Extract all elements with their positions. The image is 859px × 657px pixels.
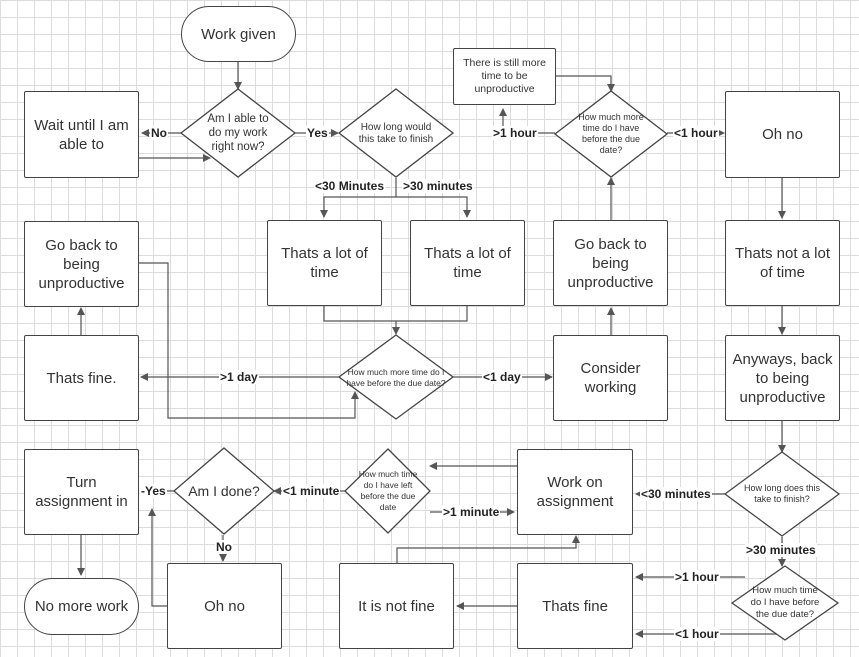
edge-label-gt30min-right: >30 minutes	[745, 543, 817, 557]
node-still-more-time: There is still more time to be unproduct…	[453, 48, 556, 105]
edge-label-gt1day: >1 day	[219, 370, 259, 384]
edge-label-yes-right: Yes	[306, 126, 329, 140]
node-go-back-mid: Go back to being unproductive	[553, 220, 668, 306]
edge-label-lt1min: <1 minute	[282, 484, 341, 498]
node-it-is-not-fine: It is not fine	[339, 563, 454, 649]
edge-label-gt1hour-top: >1 hour	[492, 126, 538, 140]
decision-time-left-shape	[344, 448, 431, 534]
decision-how-long-take-shape	[723, 451, 841, 537]
edge-label-lt1day: <1 day	[482, 370, 522, 384]
decision-shapes	[173, 88, 841, 641]
edge-notfine-work	[396, 535, 580, 563]
node-oh-no-bottom: Oh no	[167, 563, 282, 649]
node-lot-of-time-2: Thats a lot of time	[410, 220, 525, 306]
decision-time-mid-shape	[337, 334, 455, 420]
edge-howlong-lot2	[396, 196, 471, 218]
edge-label-lt30min: <30 Minutes	[314, 179, 386, 193]
node-wait-until: Wait until I am able to	[24, 91, 139, 178]
node-lot-of-time-1: Thats a lot of time	[267, 220, 382, 306]
edge-label-gt30min: >30 minutes	[402, 179, 474, 193]
node-thats-fine-bottom: Thats fine	[517, 563, 633, 649]
decision-am-i-done-shape	[173, 447, 275, 535]
node-oh-no-right: Oh no	[725, 91, 840, 178]
decision-time-top-shape	[553, 90, 669, 178]
node-work-given: Work given	[181, 6, 296, 62]
node-consider-working: Consider working	[553, 335, 668, 421]
node-anyways-back: Anyways, back to being unproductive	[725, 335, 840, 421]
edge-label-no-left: No	[150, 126, 168, 140]
edge-label-no-done: No	[215, 540, 233, 554]
edge-label-yes-done: -Yes	[140, 484, 167, 498]
decision-able-now-shape	[179, 88, 297, 178]
node-go-back-left: Go back to being unproductive	[24, 221, 139, 307]
edge-label-lt30min-right: <30 minutes	[640, 487, 712, 501]
node-not-lot-of-time: Thats not a lot of time	[725, 220, 840, 306]
edge-ohno-turnin	[148, 508, 167, 607]
edge-label-gt1min: >1 minute	[442, 505, 501, 519]
edge-label-gt1hour-bottom: >1 hour	[674, 570, 720, 584]
edge-label-lt1hour-top: <1 hour	[673, 126, 719, 140]
edge-still-top	[556, 75, 615, 92]
edge-goback-mid	[139, 262, 359, 419]
node-thats-fine-left: Thats fine.	[24, 335, 139, 421]
decision-time-bottom-shape	[730, 565, 840, 641]
node-no-more-work: No more work	[24, 578, 139, 635]
decision-how-long-finish-shape	[337, 88, 455, 178]
edge-label-lt1hour-bottom: <1 hour	[674, 627, 720, 641]
node-turn-in: Turn assignment in	[24, 449, 139, 535]
edge-lots-merge	[323, 306, 468, 334]
node-work-on-assignment: Work on assignment	[517, 449, 633, 535]
edge-howlong-lot1	[320, 178, 397, 218]
